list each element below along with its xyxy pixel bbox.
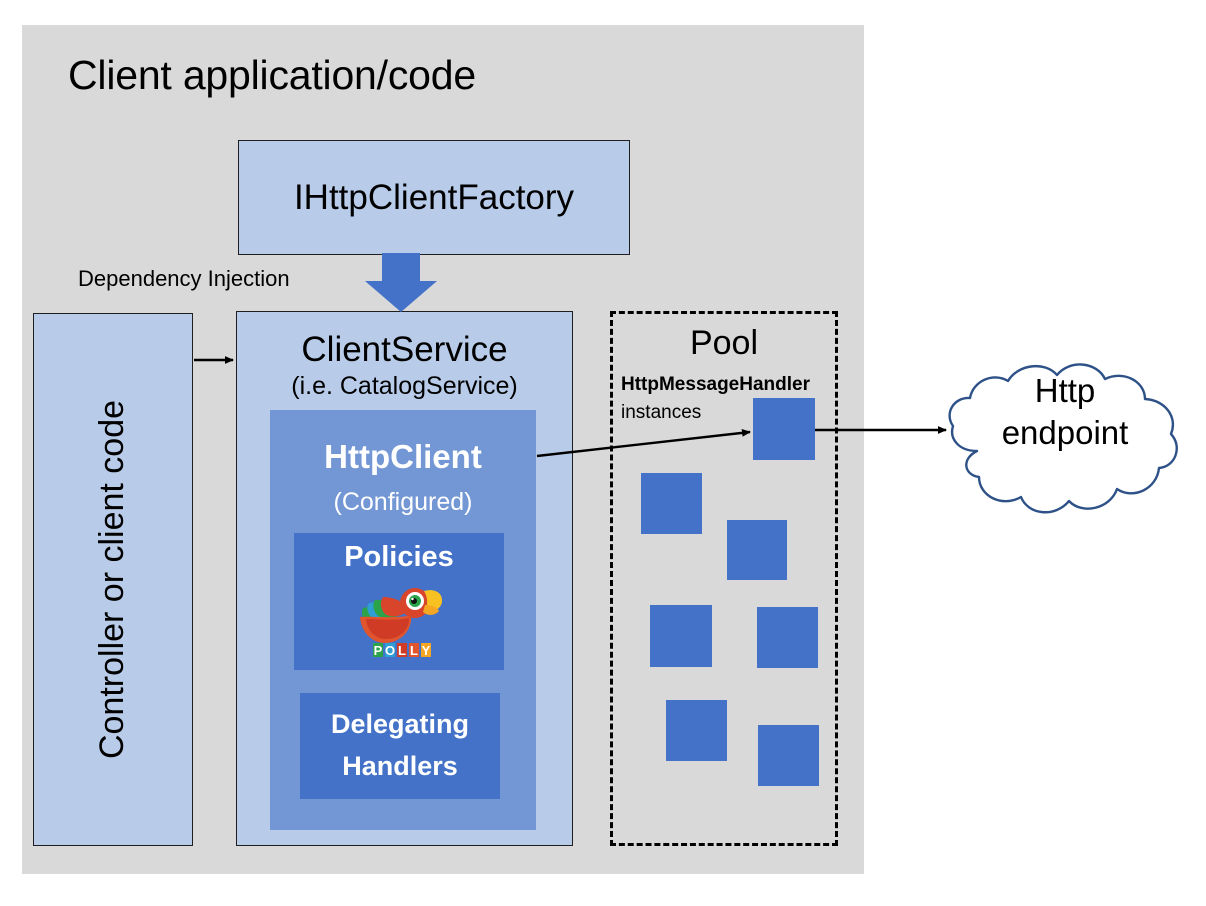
dependency-injection-label: Dependency Injection <box>78 266 290 291</box>
pool-instance-5[interactable] <box>757 607 818 668</box>
policies-box[interactable]: Policies <box>294 533 504 670</box>
policies-title: Policies <box>344 541 454 573</box>
controller-or-client-code-box[interactable]: Controller or client code <box>33 313 193 846</box>
httpclient-title: HttpClient <box>324 438 482 475</box>
pool-instance-2[interactable] <box>641 473 702 534</box>
pool-instance-6[interactable] <box>666 700 727 761</box>
pool-container: Pool HttpMessageHandler instances <box>610 311 838 846</box>
pool-instance-1[interactable] <box>753 398 815 460</box>
svg-text:O: O <box>385 643 395 658</box>
pool-instance-7[interactable] <box>758 725 819 786</box>
pool-instance-3[interactable] <box>727 520 787 580</box>
clientservice-subtitle: (i.e. CatalogService) <box>291 372 518 400</box>
pool-title: Pool <box>689 324 759 362</box>
svg-text:L: L <box>398 643 406 658</box>
delegating-handlers-line2: Handlers <box>342 751 458 781</box>
svg-text:Y: Y <box>422 643 431 658</box>
pool-subtitle-instances: instances <box>621 402 702 423</box>
httpclient-subtitle: (Configured) <box>333 488 473 516</box>
http-endpoint-cloud[interactable] <box>935 355 1195 535</box>
delegating-handlers-line1: Delegating <box>330 709 470 740</box>
pool-instance-4[interactable] <box>650 605 712 667</box>
ihttpclientfactory-box[interactable]: IHttpClientFactory <box>238 140 630 255</box>
polly-parrot-logo: P O L L Y <box>360 588 443 658</box>
svg-text:L: L <box>410 643 418 658</box>
svg-text:P: P <box>374 643 383 658</box>
ihttpclientfactory-label: IHttpClientFactory <box>293 177 575 217</box>
client-application-title: Client application/code <box>68 52 476 98</box>
clientservice-title: ClientService <box>301 330 508 369</box>
pool-subtitle-httpmessagehandler: HttpMessageHandler <box>621 374 810 395</box>
controller-or-client-code-label: Controller or client code <box>93 399 132 760</box>
delegating-handlers-box[interactable]: Delegating Handlers <box>300 693 500 799</box>
